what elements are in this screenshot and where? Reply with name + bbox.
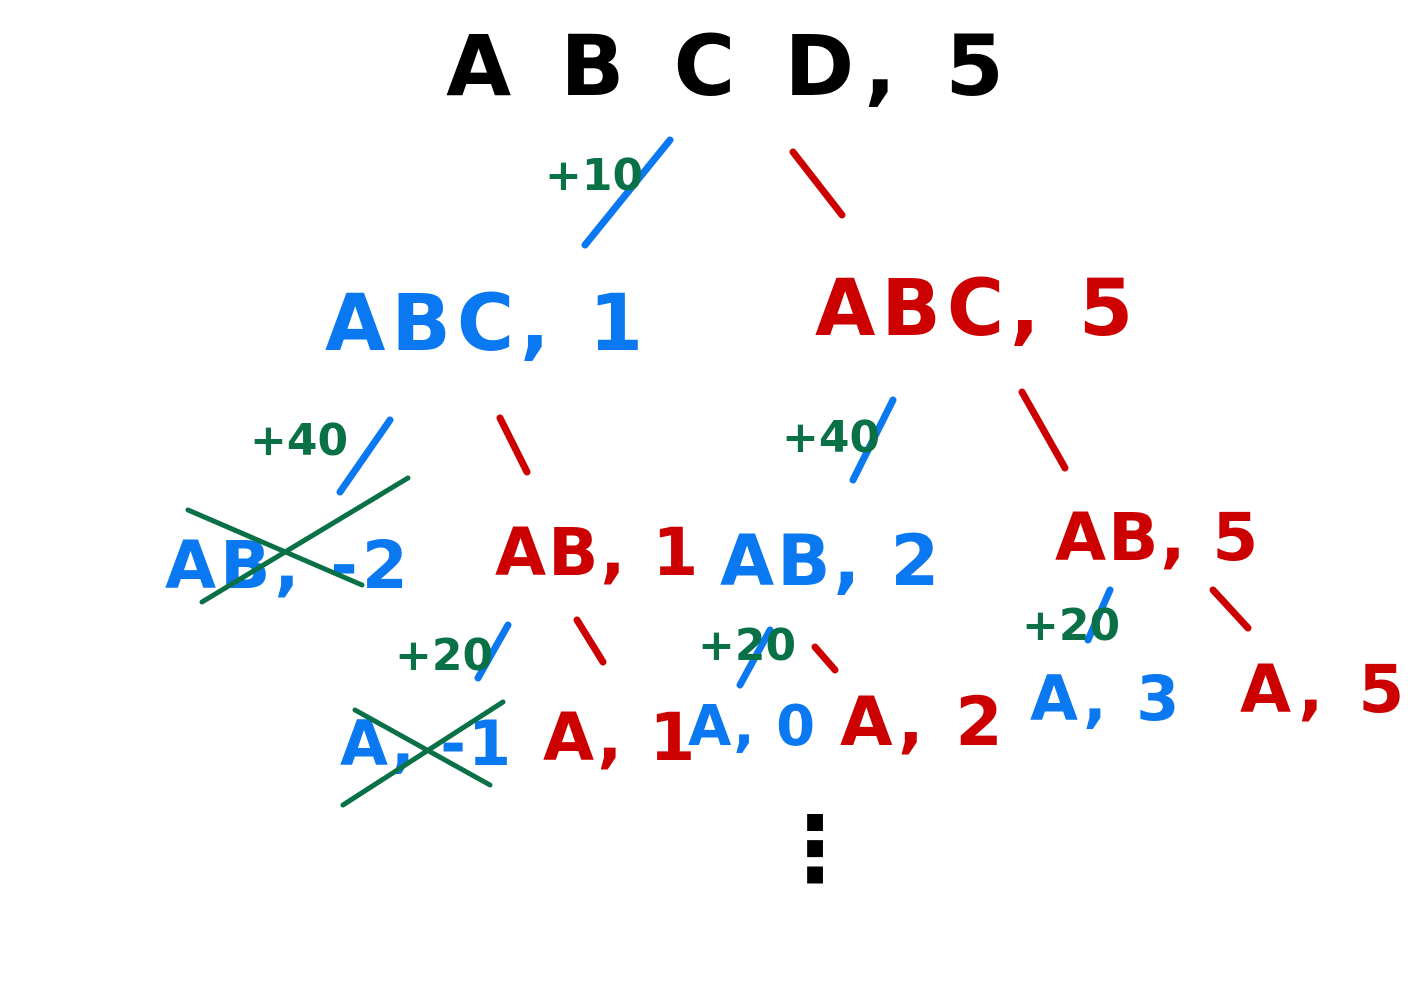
edge-abc1-include xyxy=(336,416,394,496)
node-a-3: A, 3 xyxy=(1030,662,1183,735)
weight-label: +40 xyxy=(250,415,348,466)
node-abc-5: ABC, 5 xyxy=(815,264,1139,354)
node-a-5: A, 5 xyxy=(1240,651,1410,728)
node-ab-2: AB, 2 xyxy=(720,520,942,602)
node-ab-5: AB, 5 xyxy=(1055,499,1260,576)
weight-label: +20 xyxy=(698,620,796,671)
node-ab-1: AB, 1 xyxy=(495,514,700,591)
edge-ab1-exclude xyxy=(573,616,607,666)
cross-out-mark xyxy=(199,475,411,605)
edge-ab5-exclude xyxy=(1209,586,1252,632)
edge-root-exclude xyxy=(789,148,846,219)
weight-label: +20 xyxy=(395,630,493,681)
cross-out-mark xyxy=(352,707,493,788)
cross-out-mark xyxy=(340,699,506,808)
node-a-2: A, 2 xyxy=(840,683,1007,762)
edge-root-include xyxy=(581,136,674,249)
edge-ab5-include xyxy=(1084,586,1114,644)
edge-abc5-include xyxy=(849,396,897,484)
continuation-dots: ⋮ xyxy=(770,797,860,902)
edge-abc1-exclude xyxy=(496,414,531,476)
edge-abc5-exclude xyxy=(1018,388,1069,472)
node-abc-1: ABC, 1 xyxy=(325,279,649,369)
weight-label: +40 xyxy=(782,412,880,463)
weight-label: +10 xyxy=(545,150,643,201)
edge-ab1-include xyxy=(474,621,512,682)
weight-label: +20 xyxy=(1022,600,1120,651)
node-a-0: A, 0 xyxy=(688,694,816,759)
node-ab-minus2: AB, -2 xyxy=(165,527,412,604)
node-a-1: A, 1 xyxy=(543,699,697,776)
edge-ab2-exclude xyxy=(811,643,839,674)
root-node: A B C D, 5 xyxy=(446,17,1014,115)
cross-out-mark xyxy=(185,507,365,588)
edge-ab2-include xyxy=(736,626,774,689)
